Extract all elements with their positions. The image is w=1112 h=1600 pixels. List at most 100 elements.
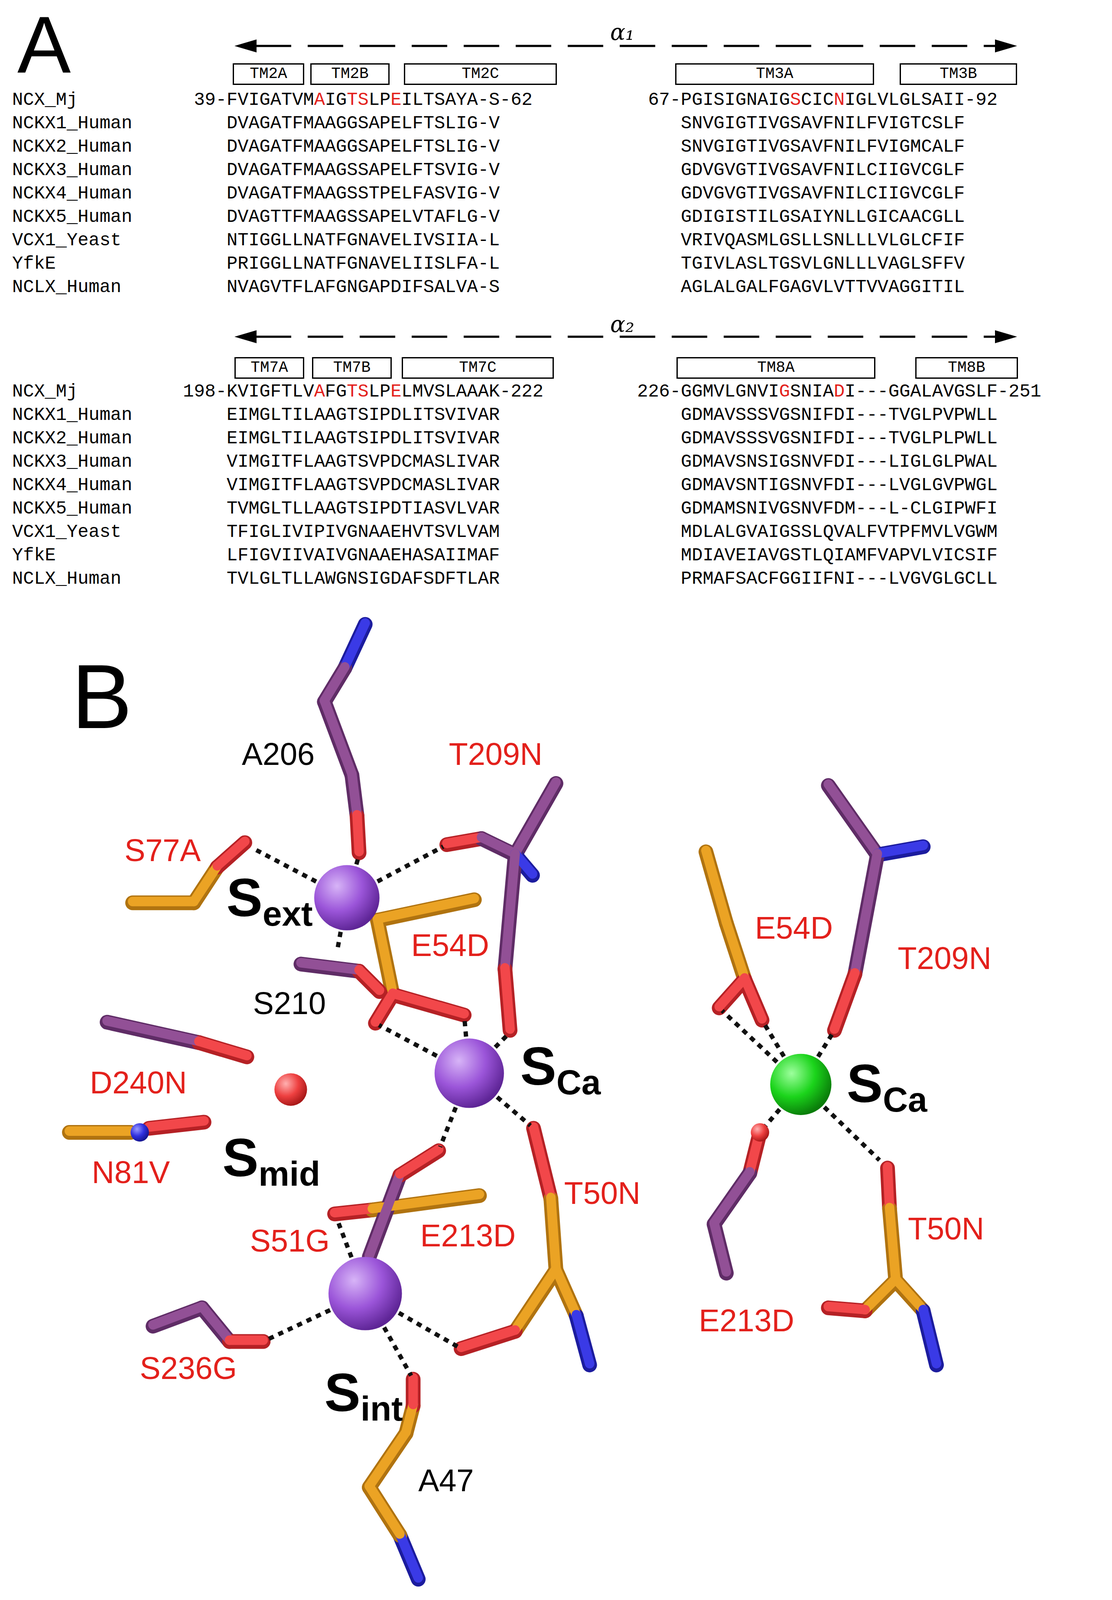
- coordination-dash: [495, 1035, 508, 1048]
- residue-run: 39-FVIGATVM: [193, 89, 314, 111]
- bond-stick: [69, 1125, 131, 1140]
- sequence-row: 226-GGMVLGNVIGSNIADI---GGALAVGSLF-251: [637, 382, 1042, 401]
- bond-highlight: [533, 1127, 551, 1198]
- arrowhead: [994, 330, 1018, 344]
- bond-highlight: [461, 1329, 516, 1348]
- bond-highlight: [864, 1278, 896, 1310]
- bond-highlight: [887, 1166, 890, 1208]
- sequence-name: VCX1_Yeast: [12, 523, 122, 542]
- sequence-name: NCX_Mj: [12, 91, 78, 110]
- bond-highlight: [726, 921, 745, 978]
- sequence-name: NCKX5_Human: [12, 208, 133, 227]
- residue-label: E54D: [754, 912, 833, 944]
- residue-run: A: [314, 381, 326, 403]
- segment-box: TM7C: [401, 357, 554, 379]
- site-label: SCa: [846, 1056, 928, 1118]
- sequence-row: EIMGLTILAAGTSIPDLITSVIVAR: [226, 429, 500, 448]
- sequence-row: VIMGITFLAAGTSVPDCMASLIVAR: [226, 452, 500, 472]
- sequence-row: 198-KVIGFTLVAFGTSLPELMVSLAAAK-222: [182, 382, 544, 401]
- segment-box: TM2B: [310, 63, 390, 85]
- site-label: Sint: [324, 1365, 404, 1427]
- sequence-name: NCKX4_Human: [12, 476, 133, 495]
- water-sphere: [274, 1072, 307, 1106]
- residue-run: D: [833, 381, 845, 403]
- sequence-row: DVAGATFMAAGGSAPELFTSLIG-V: [226, 114, 500, 133]
- bond-highlight: [132, 896, 194, 907]
- bond-highlight: [217, 841, 245, 866]
- ion-sphere: [314, 864, 380, 931]
- bond-highlight: [504, 853, 516, 969]
- sequence-name: NCLX_Human: [12, 569, 122, 589]
- residue-run: TS: [346, 381, 369, 403]
- bond-highlight: [719, 978, 745, 1007]
- residue-run: N: [833, 89, 845, 111]
- segment-name: TM7B: [333, 359, 371, 377]
- residue-run: IGLVLGLSAII-92: [844, 89, 998, 111]
- sequence-row: 67-PGISIGNAIGSCICNIGLVLGLSAII-92: [647, 91, 998, 110]
- helix-dash: [255, 45, 997, 48]
- sequence-row: GDIGISTILGSAIYNLLGICAACGLL: [680, 208, 965, 227]
- bond-highlight: [855, 853, 878, 973]
- bond-highlight: [515, 1268, 556, 1330]
- bond-highlight: [152, 1306, 202, 1325]
- helix-label: α₁: [606, 20, 638, 44]
- spheres: [130, 864, 832, 1330]
- residue-run: ILTSAYA-S-62: [401, 89, 533, 111]
- sequence-row: VIMGITFLAAGTSVPDCMASLIVAR: [226, 476, 500, 495]
- bond-highlight: [556, 1268, 577, 1315]
- ion-sphere: [328, 1256, 402, 1330]
- bond-highlight: [149, 1120, 205, 1127]
- coordination-dash: [818, 1033, 833, 1057]
- segment-box: TM3A: [675, 63, 875, 85]
- residue-label: S77A: [124, 834, 201, 866]
- bond-highlight: [828, 1306, 865, 1310]
- nitrogen-atom: [130, 1123, 149, 1142]
- sequence-row: DVAGATFMAAGGSAPELFTSLIG-V: [226, 137, 500, 157]
- sequence-row: TFIGLIVIPIVGNAAEHVTSVLVAM: [226, 523, 500, 542]
- sequence-name: VCX1_Yeast: [12, 231, 122, 250]
- coordination-dash: [377, 846, 444, 882]
- label-part: Ca: [556, 1063, 601, 1102]
- sequence-row: GDVGVGTIVGSAVFNILCIIGVCGLF: [680, 161, 965, 180]
- label-part: ext: [262, 894, 313, 934]
- residue-run: LP: [368, 381, 391, 403]
- bond-highlight: [408, 1378, 418, 1405]
- sequence-row: PRIGGLLNATFGNAVELIISLFA-L: [226, 254, 500, 274]
- sequence-row: GDMAMSNIVGSNVFDM---L-CLGIPWFI: [680, 499, 998, 518]
- segment-box: TM7B: [312, 357, 392, 379]
- coordination-dash: [338, 1221, 352, 1258]
- coordination-dash: [398, 1312, 458, 1347]
- bond-highlight: [705, 850, 727, 923]
- bond-highlight: [923, 1309, 937, 1364]
- sequence-row: PRMAFSACFGGIIFNI---LVGVGLGCLL: [680, 569, 998, 589]
- arrowhead: [234, 39, 257, 53]
- sequence-name: NCKX3_Human: [12, 452, 133, 472]
- bond-highlight: [369, 1485, 400, 1535]
- bond-highlight: [446, 837, 482, 844]
- sequence-row: 39-FVIGATVMAIGTSLPEILTSAYA-S-62: [193, 91, 533, 110]
- coordination-bonds: [253, 846, 880, 1376]
- bond-highlight: [392, 993, 465, 1014]
- sequence-row: DVAGATFMAAGSSAPELFTSVIG-V: [226, 161, 500, 180]
- bond-highlight: [481, 837, 516, 854]
- residue-label: T209N: [897, 942, 992, 974]
- residue-label: D240N: [89, 1066, 187, 1099]
- arrowhead: [234, 330, 257, 344]
- sequence-row: TVLGLTLLAWGNSIGDAFSDFTLAR: [226, 569, 500, 589]
- panel-letter: A: [17, 4, 71, 85]
- bond-highlight: [399, 1149, 439, 1174]
- bond-highlight: [201, 1306, 230, 1341]
- sequence-row: EIMGLTILAAGTSIPDLITSVIVAR: [226, 406, 500, 425]
- residue-label: S51G: [250, 1225, 330, 1257]
- residue-label: A206: [241, 738, 315, 770]
- segment-name: TM2C: [461, 65, 499, 83]
- residue-label: S210: [253, 987, 326, 1019]
- bond-highlight: [324, 700, 353, 774]
- coordination-dash: [440, 1107, 456, 1147]
- segment-name: TM7A: [250, 359, 288, 377]
- sequence-row: GDMAVSSSVGSNIFDI---TVGLPLPWLL: [680, 429, 998, 448]
- coordination-dash: [266, 1310, 331, 1340]
- segment-name: TM2B: [331, 65, 369, 83]
- bond-highlight: [714, 1222, 727, 1272]
- calcium-sphere: [770, 1053, 832, 1116]
